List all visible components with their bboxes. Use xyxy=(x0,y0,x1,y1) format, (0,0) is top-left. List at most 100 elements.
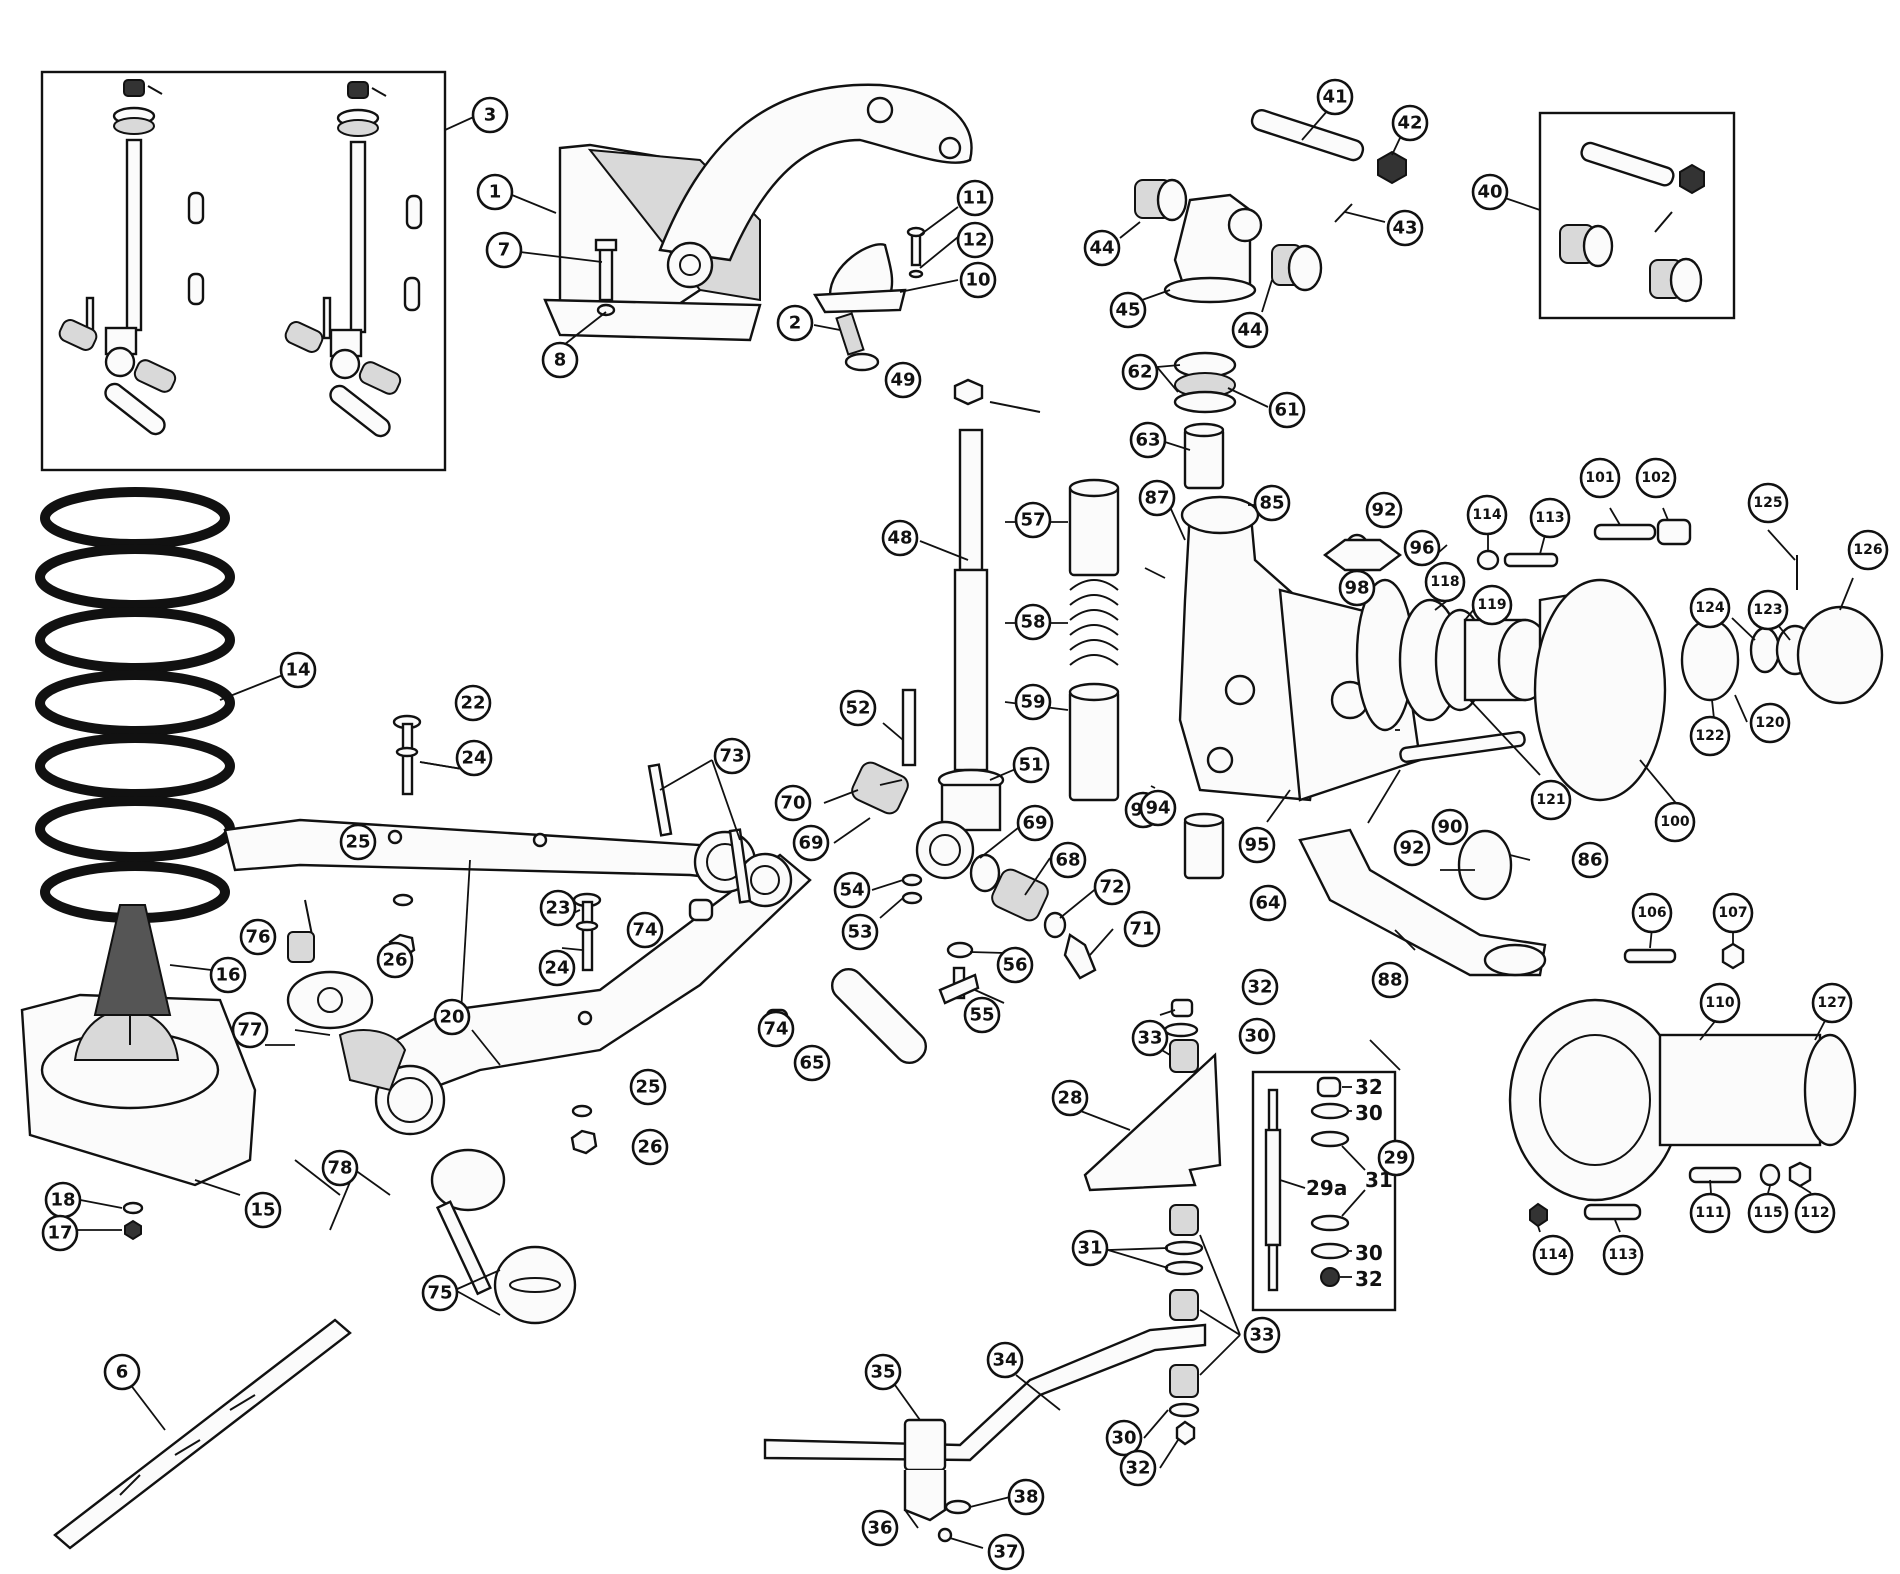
callout-number: 32 xyxy=(1247,977,1272,998)
callout-33: 33 xyxy=(1131,1019,1169,1057)
callout-circle xyxy=(1121,353,1159,391)
callout-circle xyxy=(1371,961,1409,999)
callout-circle xyxy=(1471,584,1513,626)
callout-number: 37 xyxy=(993,1542,1018,1563)
callout-number: 49 xyxy=(890,370,915,391)
callout-circle xyxy=(421,1274,459,1312)
inset-29-label-32-top: 32 xyxy=(1355,1075,1383,1099)
callout-number: 36 xyxy=(867,1518,892,1539)
callout-circle xyxy=(1049,841,1087,879)
callout-number: 33 xyxy=(1249,1325,1274,1346)
callout-33: 33 xyxy=(1243,1316,1281,1354)
callout-circle xyxy=(757,1010,795,1048)
stub-axle-assembly-left xyxy=(58,79,205,436)
callout-circle xyxy=(1231,311,1269,349)
swivel-trunnion-parts xyxy=(851,688,1097,1005)
callout-121: 121 xyxy=(1530,779,1572,821)
callout-circle xyxy=(1579,457,1621,499)
callout-14: 14 xyxy=(279,651,317,689)
callout-number: 121 xyxy=(1536,792,1565,808)
callout-number: 113 xyxy=(1608,1247,1637,1263)
callout-35: 35 xyxy=(864,1353,902,1391)
callout-number: 16 xyxy=(215,965,240,986)
callout-circle xyxy=(1811,982,1853,1024)
upper-pivot-parts xyxy=(1134,109,1407,304)
callout-63: 63 xyxy=(1129,421,1167,459)
callout-62: 62 xyxy=(1121,353,1159,391)
callout-circle xyxy=(1631,892,1673,934)
callout-16: 16 xyxy=(209,956,247,994)
callout-circle xyxy=(986,1341,1024,1379)
callout-88: 88 xyxy=(1371,961,1409,999)
callout-115: 115 xyxy=(1747,1192,1789,1234)
inset-29-label-30-bottom: 30 xyxy=(1355,1241,1383,1265)
callout-circle xyxy=(1386,209,1424,247)
callout-number: 14 xyxy=(285,660,310,681)
callout-number: 23 xyxy=(545,898,570,919)
callout-number: 42 xyxy=(1397,113,1422,134)
callout-number: 98 xyxy=(1344,578,1369,599)
callout-77: 77 xyxy=(231,1011,269,1049)
callout-number: 113 xyxy=(1535,510,1564,526)
callout-circle xyxy=(963,996,1001,1034)
callout-127: 127 xyxy=(1811,982,1853,1024)
callout-circle xyxy=(956,221,994,259)
callout-number: 92 xyxy=(1371,500,1396,521)
callout-34: 34 xyxy=(986,1341,1024,1379)
callout-number: 114 xyxy=(1538,1247,1567,1263)
callout-6: 6 xyxy=(103,1353,141,1391)
callout-circle xyxy=(1602,1234,1644,1276)
callout-73: 73 xyxy=(713,737,751,775)
callout-circle xyxy=(1093,868,1131,906)
callout-68: 68 xyxy=(1049,841,1087,879)
fulcrum-pin-65 xyxy=(830,967,928,1065)
callout-57: 57 xyxy=(1014,501,1052,539)
reamer-tool-6 xyxy=(53,1318,352,1550)
callout-3: 3 xyxy=(471,96,509,134)
callout-number: 12 xyxy=(962,230,987,251)
callout-17: 17 xyxy=(41,1214,79,1252)
callout-number: 85 xyxy=(1259,493,1284,514)
callout-circle xyxy=(996,946,1034,984)
callout-number: 120 xyxy=(1755,715,1784,731)
callout-circle xyxy=(1241,968,1279,1006)
callout-98: 98 xyxy=(1338,569,1376,607)
callout-circle xyxy=(239,918,277,956)
callout-number: 118 xyxy=(1430,574,1459,590)
callout-number: 58 xyxy=(1020,612,1045,633)
callout-113: 113 xyxy=(1602,1234,1644,1276)
callout-circle xyxy=(471,96,509,134)
callout-circle xyxy=(1689,1192,1731,1234)
callout-circle xyxy=(1268,391,1306,429)
callout-circle xyxy=(244,1191,282,1229)
callout-number: 24 xyxy=(461,748,486,769)
callout-101: 101 xyxy=(1579,457,1621,499)
callout-number: 30 xyxy=(1244,1026,1269,1047)
callout-106: 106 xyxy=(1631,892,1673,934)
inset-29-label-30-top: 30 xyxy=(1355,1101,1383,1125)
callout-circle xyxy=(209,956,247,994)
callout-circle xyxy=(485,231,523,269)
callout-circle xyxy=(1129,421,1167,459)
callout-75: 75 xyxy=(421,1274,459,1312)
callout-number: 90 xyxy=(1437,817,1462,838)
callout-112: 112 xyxy=(1794,1192,1836,1234)
callout-58: 58 xyxy=(1014,603,1052,641)
callout-number: 52 xyxy=(845,698,870,719)
callout-number: 107 xyxy=(1718,905,1747,921)
callout-circle xyxy=(1338,569,1376,607)
callout-circle xyxy=(776,304,814,342)
callout-85: 85 xyxy=(1253,484,1291,522)
callout-28: 28 xyxy=(1051,1079,1089,1117)
callout-37: 37 xyxy=(987,1533,1025,1571)
callout-circle xyxy=(339,823,377,861)
callout-circle xyxy=(1377,1139,1415,1177)
callout-number: 40 xyxy=(1477,182,1502,203)
callout-number: 24 xyxy=(544,958,569,979)
callout-113: 113 xyxy=(1529,497,1571,539)
callout-circle xyxy=(1138,479,1176,517)
callout-22: 22 xyxy=(454,684,492,722)
callout-number: 75 xyxy=(427,1283,452,1304)
cross-member-bracket xyxy=(543,83,973,342)
washer-nut-17-18 xyxy=(122,1201,144,1241)
